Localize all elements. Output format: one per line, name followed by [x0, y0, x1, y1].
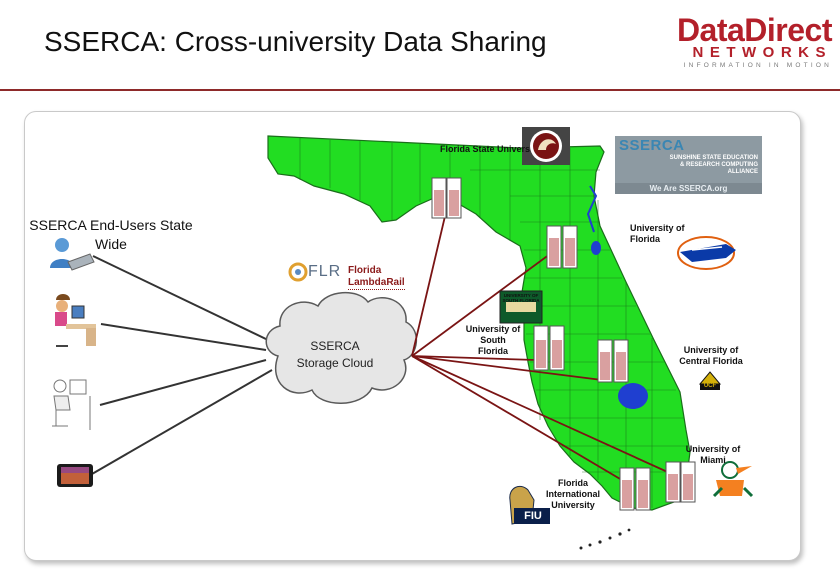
- label-usf: University of South Florida: [462, 324, 524, 357]
- label-usf-line2: South: [480, 335, 506, 345]
- title-rule: [0, 89, 840, 91]
- logo-tagline: INFORMATION IN MOTION: [683, 62, 832, 69]
- label-ucf: University of Central Florida: [676, 345, 746, 367]
- logo-main-text: DataDirect: [676, 12, 833, 48]
- label-fiu: Florida International University: [540, 478, 606, 511]
- label-ucf-line1: University of: [683, 345, 739, 355]
- fiu-panther-logo: [509, 485, 550, 525]
- label-ucf-line2: Central Florida: [679, 356, 743, 366]
- sketch-user-icon: [52, 379, 91, 430]
- label-fiu-line3: University: [551, 500, 595, 510]
- miami-ibis-logo: [712, 461, 754, 498]
- label-fsu: Florida State Univers: [440, 144, 531, 154]
- ucf-logo-text: UCF: [703, 383, 717, 389]
- server-miami: [665, 461, 696, 503]
- logo-sub-text: NETWORKS: [692, 44, 832, 61]
- server-fiu: [619, 467, 651, 511]
- usf-seal-text: UNIVERSITY OF SOUTH FLORIDA: [502, 293, 540, 303]
- desk-user-icon: [55, 294, 96, 347]
- laptop-user-icon: [50, 238, 95, 271]
- user-links: [91, 255, 273, 475]
- uf-gator-logo: [677, 236, 736, 270]
- label-miami-line1: University of: [685, 444, 741, 454]
- lambdarail-line1: Florida: [348, 265, 382, 276]
- end-users-label: SSERCA End-Users State Wide: [29, 217, 193, 252]
- slide-title: SSERCA: Cross-university Data Sharing: [44, 26, 547, 57]
- lambdarail-label: Florida LambdaRail: [348, 265, 405, 290]
- network-links: [411, 211, 673, 487]
- label-fiu-line2: International: [545, 489, 600, 499]
- fiu-logo-text: FIU: [524, 510, 542, 522]
- flr-wordmark: FLR: [308, 263, 342, 280]
- sserca-badge-name: SSERCA: [619, 137, 685, 154]
- lambdarail-line2: LambdaRail: [348, 277, 405, 290]
- server-ucf: [597, 339, 629, 383]
- server-uf: [546, 225, 578, 269]
- datadirect-logo: DataDirect NETWORKS INFORMATION IN MOTIO…: [650, 12, 833, 69]
- label-uf-line1: University of: [630, 223, 685, 233]
- fsu-seal: [522, 127, 570, 165]
- label-usf-line1: University of: [465, 324, 521, 334]
- label-fiu-line1: Florida: [557, 478, 588, 488]
- server-fsu: [431, 177, 462, 219]
- storage-cloud: [265, 291, 417, 404]
- sserca-badge: SSERCA SUNSHINE STATE EDUCATION & RESEAR…: [615, 136, 762, 194]
- storage-cloud-label: SSERCA Storage Cloud: [296, 339, 374, 370]
- label-uf-line2: Florida: [630, 234, 661, 244]
- sserca-badge-subtitle: SUNSHINE STATE EDUCATION & RESEARCH COMP…: [669, 155, 758, 175]
- usf-seal: [499, 290, 543, 324]
- flr-logo-mark: [288, 262, 308, 282]
- label-usf-line3: Florida: [477, 346, 508, 356]
- server-usf: [533, 325, 565, 371]
- label-miami: University of Miami: [680, 444, 746, 466]
- label-miami-line2: Miami: [700, 455, 726, 465]
- ucf-logo: [697, 368, 722, 392]
- sserca-badge-tagline: We Are SSERCA.org: [615, 183, 762, 194]
- tablet-icon: [57, 464, 93, 487]
- label-uf: University of Florida: [630, 223, 696, 245]
